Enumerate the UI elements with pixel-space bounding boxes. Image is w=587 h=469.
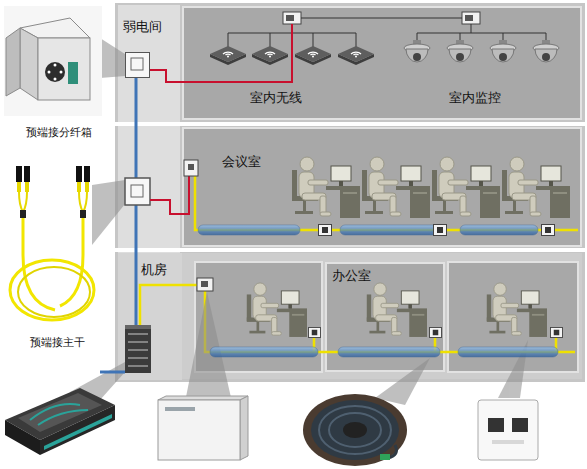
trunk-cable-photo: [20, 210, 26, 218]
wall-outlet: [309, 327, 321, 337]
cable-reel-photo: [311, 400, 399, 460]
fiber-box-photo: [20, 28, 38, 100]
trunk-cable-photo: [19, 192, 87, 212]
leader-wedge: [498, 340, 528, 398]
trunk-cable-photo: [18, 267, 90, 317]
office-room: [448, 262, 578, 372]
node-label: 办公室: [332, 268, 371, 284]
cable-reel-photo: [319, 406, 391, 454]
trunk-cable-photo: [23, 218, 83, 310]
fiber-cable: [182, 285, 325, 352]
distribution-box: [197, 278, 213, 291]
fiber-box-photo: [6, 28, 20, 96]
patch-panel-photo: [18, 393, 102, 432]
trunk-cable-photo: [10, 260, 94, 320]
wall-cabinet-photo: [158, 400, 240, 460]
fiber-box-photo: [60, 71, 63, 74]
cable-reel-photo: [303, 394, 407, 466]
leader-wedge: [185, 292, 232, 402]
person-at-desk: [487, 283, 547, 337]
cable-reel-photo: [343, 422, 367, 438]
building: [115, 3, 585, 382]
photo-caption: 预端接分纤箱: [26, 126, 92, 139]
equipment-room: 室内无线 室内监控: [182, 6, 582, 120]
node-label: 室内无线: [250, 90, 302, 106]
patch-panel-photo: [40, 405, 115, 455]
meeting-room: 会议室: [182, 127, 582, 247]
patch-panel-photo: [30, 404, 88, 425]
trunk-cable-photo: [17, 182, 21, 192]
riser-box-icon: [125, 178, 150, 205]
floor-slab: [115, 122, 585, 126]
trunk-cable-photo: [85, 182, 89, 192]
trunk-cable-photo: [84, 166, 90, 182]
wall-cabinet-photo: [165, 407, 195, 411]
node-label: 会议室: [222, 154, 261, 170]
conduit: [210, 347, 318, 357]
person-at-desk: [247, 283, 307, 337]
faceplate-photo: [492, 440, 524, 444]
node-label: 机房: [141, 262, 167, 278]
fiber-box-photo: [68, 62, 78, 84]
fiber-box-photo: [38, 38, 90, 100]
faceplate-photo: [478, 400, 538, 460]
fiber-box-photo: [54, 64, 57, 67]
trunk-cable-photo: [16, 166, 22, 182]
photo-caption: 预端接主干: [30, 336, 85, 349]
patch-panel-photo: [44, 414, 112, 450]
leader-wedge: [70, 362, 125, 400]
patch-panel-photo: [5, 388, 115, 440]
floor-slab: [115, 248, 585, 252]
trunk-cable-photo: [25, 182, 29, 192]
riser-box-icon: [131, 185, 143, 197]
trunk-cable-photo: [77, 182, 81, 192]
wall-cabinet-photo: [158, 396, 248, 400]
wall-cabinet-photo: [158, 396, 248, 460]
cable-reel-photo: [380, 454, 390, 460]
leader-wedge: [92, 180, 125, 245]
distribution-box: [201, 281, 208, 287]
conduit: [458, 347, 558, 357]
node-label: 室内监控: [449, 90, 501, 106]
floor-area: [182, 253, 582, 379]
trunk-cable-photo: [24, 166, 30, 182]
node-label: 弱电间: [123, 19, 162, 35]
fiber-box-photo: [45, 62, 65, 82]
faceplate-photo: [478, 400, 538, 460]
fiber-box-photo: [54, 78, 57, 81]
copper-cable: [150, 70, 182, 82]
riser-box: 弱电间: [125, 52, 150, 78]
leader-wedge: [100, 38, 125, 78]
patch-panel-photo: [5, 388, 115, 455]
fiber-box-photo: [4, 6, 102, 116]
office-room: 办公室: [325, 262, 445, 372]
machine-room-zone: 机房: [118, 253, 182, 380]
wall-cabinet-photo: [240, 396, 248, 460]
faceplate-photo: [512, 418, 528, 432]
cable-reel-photo: [329, 413, 381, 447]
cable-reel-photo: [388, 445, 396, 458]
faceplate-photo: [488, 418, 504, 432]
riser-box-icon: [125, 58, 150, 205]
fiber-box-photo: [4, 6, 102, 116]
wall-outlet: [551, 327, 563, 337]
fiber-box-photo: [20, 18, 90, 38]
trunk-cable-photo: [76, 166, 82, 182]
trunk-cable-photo: [80, 210, 86, 218]
patch-panel-photo: [5, 420, 40, 455]
office-room: [195, 262, 322, 372]
cable-reel-photo: [303, 394, 407, 466]
trunk-cable-photo: [10, 166, 94, 320]
fiber-box-photo: [48, 71, 51, 74]
